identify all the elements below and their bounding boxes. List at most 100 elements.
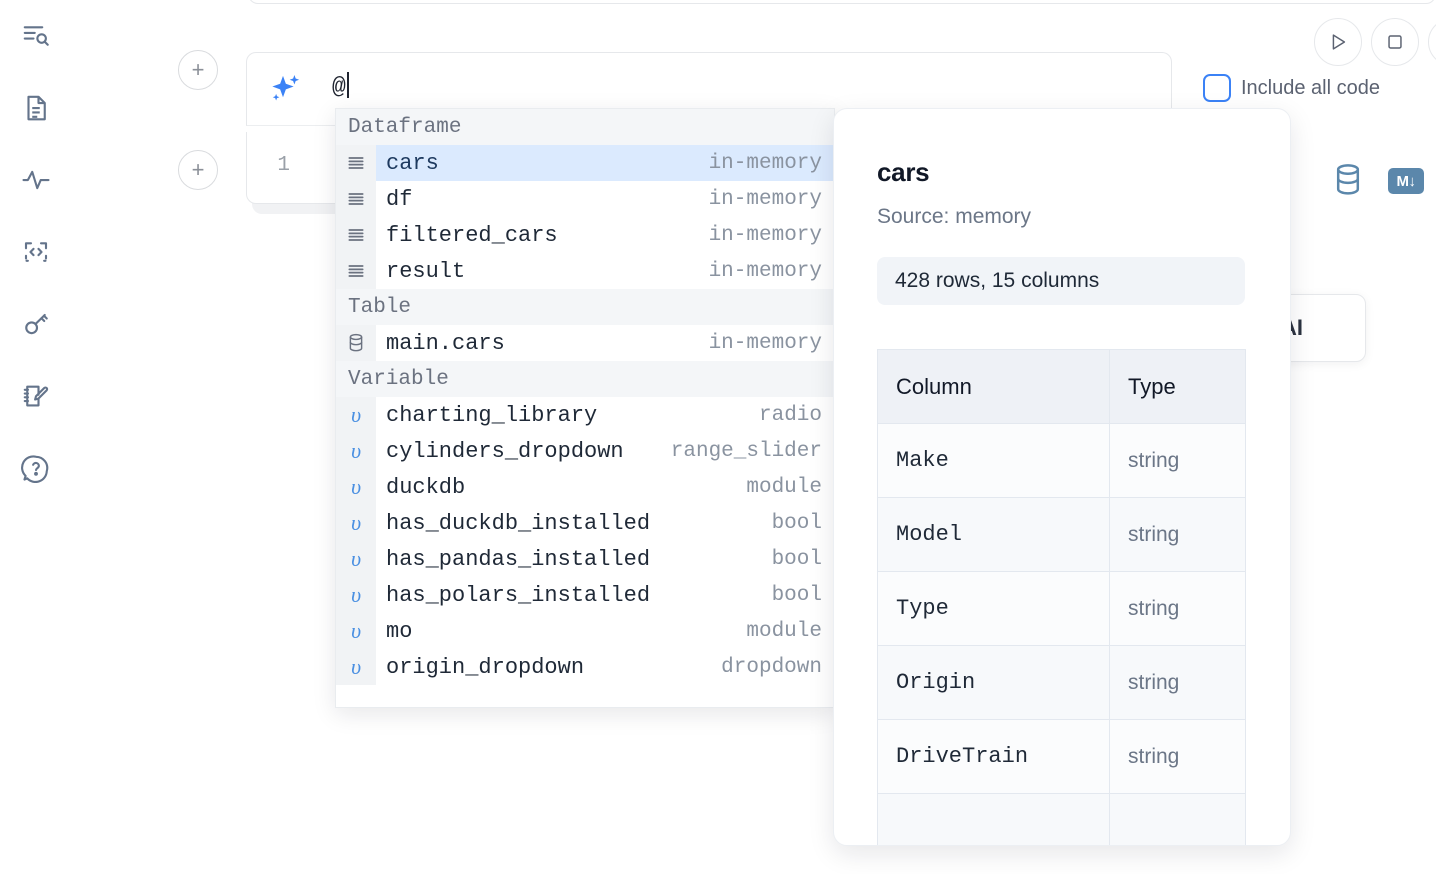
autocomplete-item[interactable]: υ has_duckdb_installed bool [336,505,834,541]
doc-column-type: string [1109,423,1246,498]
autocomplete-item[interactable]: υ origin_dropdown dropdown [336,649,834,685]
file-explorer-icon[interactable] [14,14,58,58]
autocomplete-item-type: module [746,475,822,499]
doc-title: cars [877,157,930,187]
dataframe-icon [336,217,376,253]
sparkles-icon [268,72,304,108]
document-icon[interactable] [14,86,58,130]
autocomplete-item[interactable]: result in-memory [336,253,834,289]
autocomplete-item-label: filtered_cars [386,222,558,248]
autocomplete-item-label: cylinders_dropdown [386,438,624,464]
autocomplete-item-type: in-memory [708,187,822,211]
doc-table-header-cell: Column [877,349,1110,424]
autocomplete-item-label: df [386,186,413,212]
doc-column-type: string [1109,571,1246,646]
database-icon [336,325,376,361]
autocomplete-section-header: Table [336,289,834,325]
doc-column-name: Type [877,571,1110,646]
variable-icon: υ [336,577,376,613]
add-cell-button-top[interactable]: + [178,50,218,90]
autocomplete-item-type: in-memory [708,259,822,283]
autocomplete-item-type: in-memory [708,331,822,355]
doc-column-type: string [1109,497,1246,572]
more-actions-button[interactable] [1428,18,1436,66]
text-caret [346,72,349,98]
doc-column-name [877,793,1110,845]
cell-above-partial [248,0,1436,4]
autocomplete-item[interactable]: υ has_pandas_installed bool [336,541,834,577]
autocomplete-item-type: bool [771,511,822,535]
autocomplete-item-label: cars [386,150,439,176]
autocomplete-item-type: in-memory [708,223,822,247]
include-all-code-row[interactable]: Include all code [1203,74,1380,102]
doc-table-row-partial [877,793,1246,845]
variable-icon: υ [336,397,376,433]
autocomplete-section-header: Dataframe [336,109,834,145]
autocomplete-item[interactable]: υ has_polars_installed bool [336,577,834,613]
add-cell-button-bottom[interactable]: + [178,150,218,190]
variable-icon: υ [336,649,376,685]
variable-icon: υ [336,433,376,469]
autocomplete-item-label: has_duckdb_installed [386,510,651,536]
autocomplete-item-label: origin_dropdown [386,654,585,680]
ai-prompt-input[interactable]: @ [332,72,349,100]
autocomplete-item-label: has_polars_installed [386,582,651,608]
autocomplete-item-label: result [386,258,466,284]
autocomplete-item-type: bool [771,547,822,571]
code-brackets-icon[interactable] [14,230,58,274]
variable-icon: υ [336,613,376,649]
variable-icon: υ [336,541,376,577]
variable-icon: υ [336,505,376,541]
activity-icon[interactable] [14,158,58,202]
markdown-badge-label: M↓ [1388,168,1424,194]
doc-source: Source: memory [877,205,1032,228]
database-icon[interactable] [1332,163,1364,202]
autocomplete-item[interactable]: df in-memory [336,181,834,217]
dataframe-icon [336,181,376,217]
autocomplete-item-label: duckdb [386,474,466,500]
autocomplete-item-label: main.cars [386,330,505,356]
variable-icon: υ [336,469,376,505]
include-all-code-checkbox[interactable] [1203,74,1231,102]
run-button[interactable] [1314,18,1362,66]
autocomplete-item-type: radio [758,403,822,427]
sidebar-rail [0,0,72,874]
stop-button[interactable] [1371,18,1419,66]
documentation-panel: cars Source: memory 428 rows, 15 columns… [833,108,1291,846]
autocomplete-section-header: Variable [336,361,834,397]
doc-column-name: Model [877,497,1110,572]
autocomplete-item[interactable]: filtered_cars in-memory [336,217,834,253]
notepad-edit-icon[interactable] [14,374,58,418]
key-icon[interactable] [14,302,58,346]
autocomplete-item-label: has_pandas_installed [386,546,651,572]
markdown-icon[interactable]: M↓ [1388,168,1424,194]
doc-column-type [1109,793,1246,845]
dataframe-icon [336,145,376,181]
autocomplete-item-type: bool [771,583,822,607]
doc-column-type: string [1109,719,1246,794]
autocomplete-item-label: mo [386,618,413,644]
doc-shape-chip: 428 rows, 15 columns [877,257,1245,305]
doc-column-name: Origin [877,645,1110,720]
doc-column-type: string [1109,645,1246,720]
help-chat-icon[interactable] [14,446,58,490]
autocomplete-item[interactable]: main.cars in-memory [336,325,834,361]
autocomplete-item-type: dropdown [721,655,822,679]
ai-prompt-value: @ [332,74,346,100]
doc-column-name: DriveTrain [877,719,1110,794]
line-number: 1 [277,154,290,177]
doc-table-header-cell: Type [1109,349,1246,424]
